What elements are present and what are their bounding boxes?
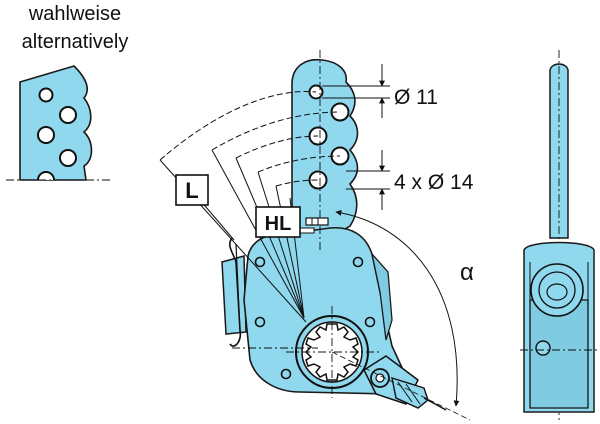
bolt xyxy=(280,368,292,380)
alt-lever-outline xyxy=(19,65,93,181)
hl-text: HL xyxy=(265,213,292,235)
hole-dimensions xyxy=(322,64,390,210)
adjust-slot xyxy=(305,217,329,226)
caption-german: wahlweise xyxy=(28,3,122,25)
swing-arcs xyxy=(159,91,341,187)
caption-english: alternatively xyxy=(21,31,129,53)
bolt xyxy=(364,316,376,328)
alt-hole xyxy=(38,87,54,103)
side-bracket xyxy=(221,255,247,335)
angle-dimension: α xyxy=(331,209,474,421)
bolt xyxy=(352,256,364,268)
alt-hole xyxy=(59,149,77,167)
alt-hole xyxy=(37,126,55,144)
large-hole-dim-text: 4 x Ø 14 xyxy=(394,171,474,194)
hole-lever-label: HL xyxy=(255,206,301,238)
length-label-l: L xyxy=(175,174,235,241)
bolt xyxy=(254,256,266,268)
l-box xyxy=(175,174,209,206)
side-view xyxy=(520,50,598,420)
alt-hole xyxy=(59,106,77,124)
hl-box xyxy=(255,206,301,238)
alpha-text: α xyxy=(460,259,474,286)
side-nut xyxy=(535,340,551,356)
adjust-slot xyxy=(299,227,315,234)
alternative-lever-detail xyxy=(6,65,110,181)
variant-caption: wahlweise alternatively xyxy=(0,0,150,56)
hole-large xyxy=(308,170,328,190)
l-text: L xyxy=(185,178,198,203)
bolt xyxy=(254,316,266,328)
small-hole-dim-text: Ø 11 xyxy=(394,86,438,109)
alt-hole-partial xyxy=(37,171,55,181)
